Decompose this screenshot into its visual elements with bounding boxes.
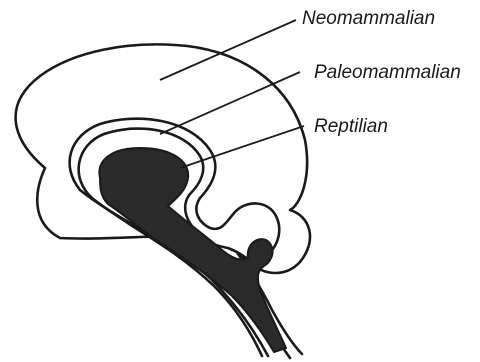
reptilian-label: Reptilian — [314, 116, 388, 137]
neomammalian-label: Neomammalian — [302, 8, 435, 29]
paleomammalian-label: Paleomammalian — [314, 62, 461, 83]
